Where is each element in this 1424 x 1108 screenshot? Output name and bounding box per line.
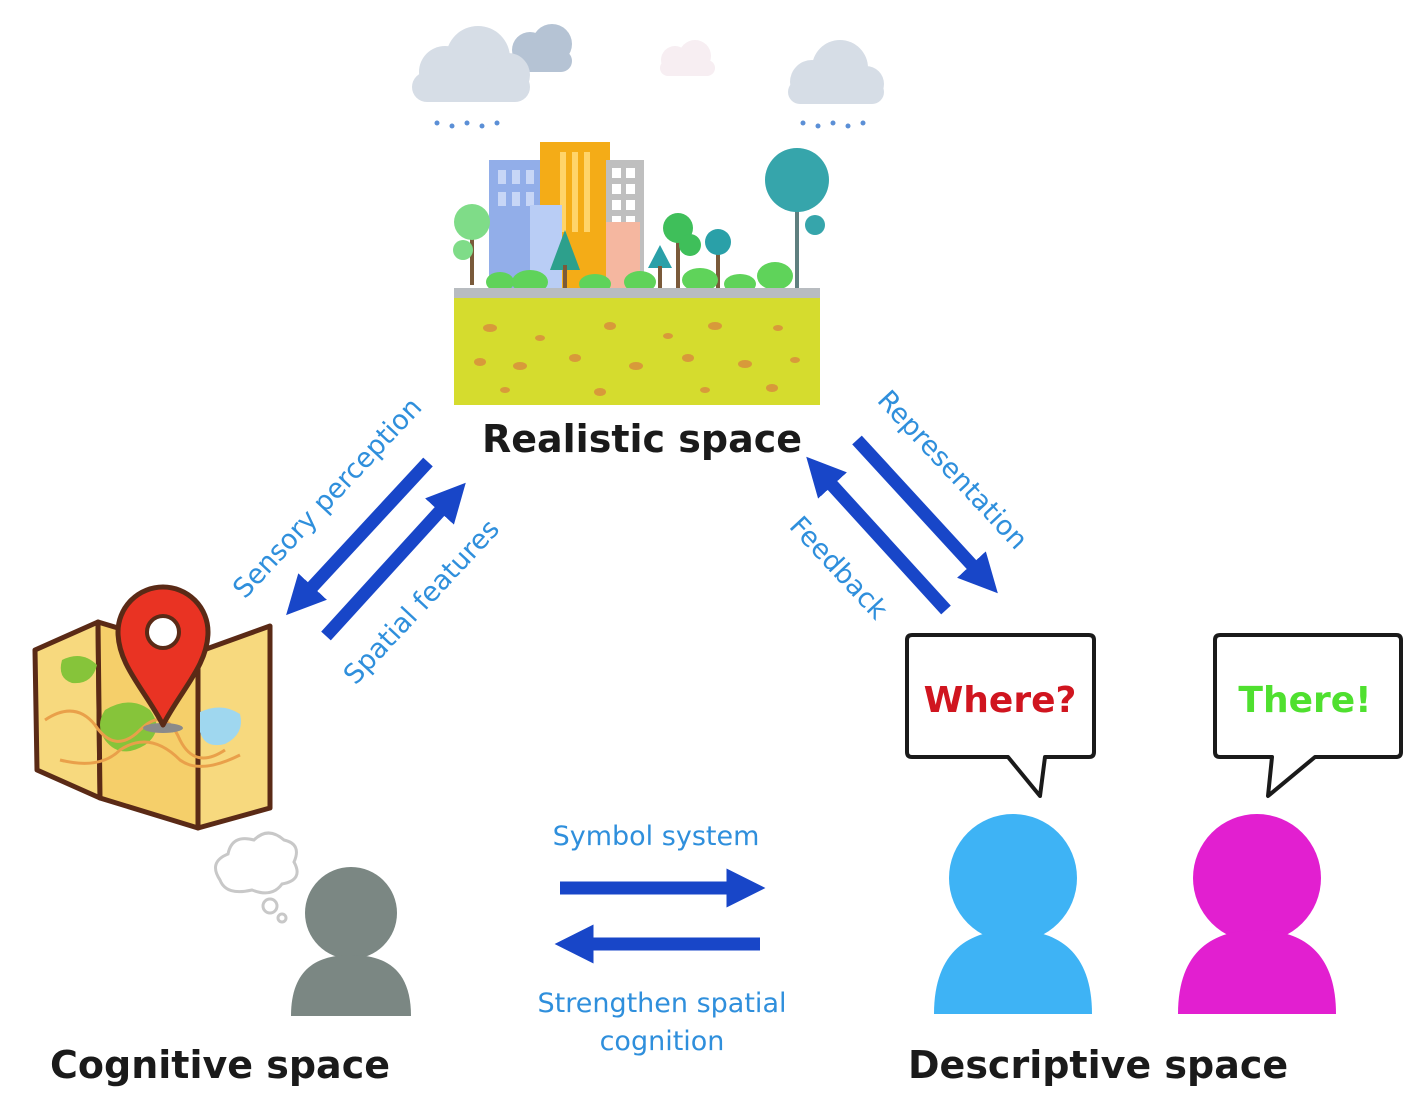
arrow-representation	[852, 435, 998, 594]
label-representation: Representation	[871, 385, 1034, 556]
descriptive-space-title: Descriptive space	[908, 1043, 1288, 1087]
cloud-icon	[412, 24, 572, 129]
location-pin-icon	[115, 584, 211, 733]
label-symbol-system: Symbol system	[553, 821, 760, 852]
arrow-spatial-features	[321, 482, 466, 641]
arrow-feedback	[806, 456, 951, 615]
person-magenta-icon	[1178, 814, 1336, 1014]
arrows	[286, 435, 998, 964]
realistic-space-title: Realistic space	[482, 417, 802, 461]
arrow-sensory-perception	[286, 457, 433, 616]
thought-cloud-icon	[214, 831, 299, 924]
person-blue-icon	[934, 814, 1092, 1014]
person-gray-icon	[291, 867, 411, 1016]
speech-bubble-there: There!	[1213, 633, 1403, 798]
there-answer: There!	[1238, 680, 1371, 721]
cloud-icon-right	[788, 40, 884, 129]
speech-bubble-where: Where?	[905, 633, 1096, 798]
label-strengthen-line1: Strengthen spatial	[538, 988, 787, 1019]
cognitive-space-title: Cognitive space	[50, 1043, 390, 1087]
label-strengthen-line2: cognition	[600, 1026, 725, 1057]
where-question: Where?	[924, 680, 1077, 721]
faint-cloud-icon	[660, 40, 715, 76]
city-icon	[453, 142, 829, 405]
